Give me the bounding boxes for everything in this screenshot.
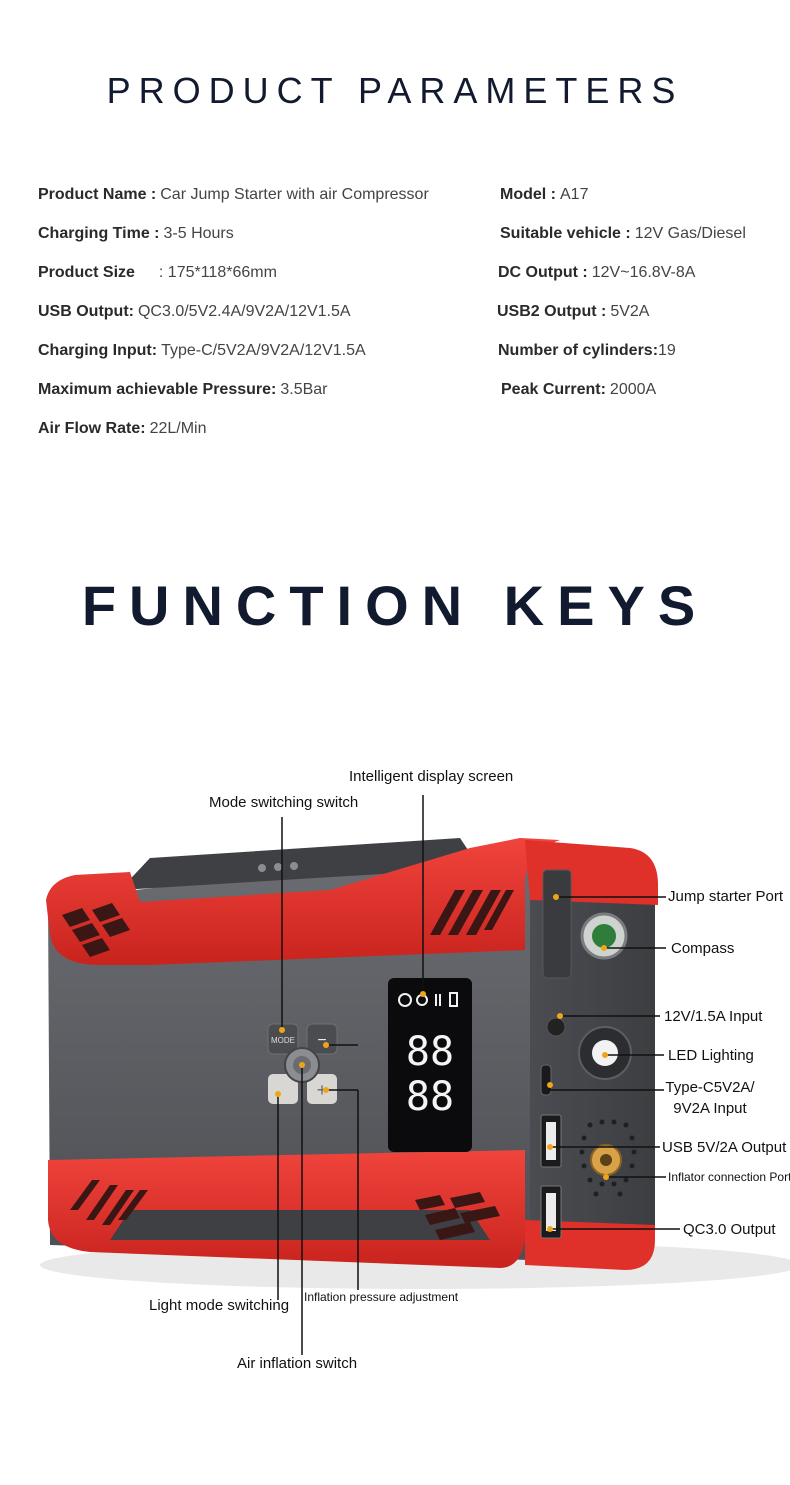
vent-bottom-left — [70, 1180, 148, 1225]
param-label: Maximum achievable Pressure: — [38, 381, 277, 398]
param-value: 2000A — [609, 381, 657, 398]
top-grip — [120, 838, 480, 890]
param-value: 12V Gas/Diesel — [634, 225, 746, 242]
vent-bottom-right — [415, 1192, 500, 1240]
display-digits-top: 88 — [406, 1029, 454, 1075]
minus-button[interactable] — [306, 1023, 338, 1055]
param-value: 12V~16.8V-8A — [591, 264, 696, 281]
callout-compass: Compass — [671, 940, 735, 957]
param-label: Charging Input: — [38, 342, 158, 359]
param-label: DC Output : — [498, 264, 588, 281]
plus-button[interactable] — [307, 1074, 337, 1104]
speaker-grille — [579, 1119, 637, 1197]
vent-top-right — [430, 890, 514, 935]
callout-dots — [275, 894, 609, 1232]
usb-port-tongue — [546, 1122, 556, 1160]
param-value: : 175*118*66mm — [158, 264, 277, 281]
grip-dot — [274, 863, 282, 871]
param-dc-output: DC Output :12V~16.8V-8A — [498, 264, 695, 282]
callout-type-c-line2: 9V2A Input — [673, 1100, 747, 1117]
type-c-port — [540, 1064, 552, 1096]
grip-dot — [290, 862, 298, 870]
jump-starter-port — [542, 869, 572, 979]
param-peak-current: Peak Current:2000A — [501, 381, 656, 399]
callout-qc-output: QC3.0 Output — [683, 1221, 776, 1238]
param-label: Model : — [500, 186, 556, 203]
mode-button[interactable] — [267, 1023, 299, 1055]
param-cylinders: Number of cylinders:19 — [498, 342, 676, 360]
callout-inflator-port: Inflator connection Port — [668, 1170, 790, 1184]
plus-button-label: + — [317, 1080, 328, 1100]
callout-display-screen: Intelligent display screen — [349, 768, 514, 785]
param-value: 22L/Min — [149, 420, 207, 437]
param-usb-output: USB Output:QC3.0/5V2.4A/9V2A/12V1.5A — [38, 303, 351, 321]
callout-jump-starter-port: Jump starter Port — [668, 888, 784, 905]
param-label: Product Size — [38, 264, 135, 281]
param-max-pressure: Maximum achievable Pressure:3.5Bar — [38, 381, 327, 399]
param-label: USB Output: — [38, 303, 134, 320]
param-suitable-vehicle: Suitable vehicle :12V Gas/Diesel — [500, 225, 746, 243]
param-value: Type-C/5V2A/9V2A/12V1.5A — [161, 342, 366, 359]
param-usb2-output: USB2 Output :5V2A — [497, 303, 649, 321]
callout-usb-output: USB 5V/2A Output — [662, 1139, 787, 1156]
param-value: 19 — [658, 342, 676, 359]
callout-light-mode: Light mode switching — [149, 1297, 290, 1314]
inflator-port-hole — [600, 1154, 612, 1166]
callout-led-lighting: LED Lighting — [668, 1047, 754, 1064]
display-screen — [388, 978, 472, 1152]
display-digits-bottom: 88 — [406, 1074, 454, 1120]
jump-starter-illustration: 88 88 MODE − + — [40, 795, 790, 1355]
section-title-parameters: PRODUCT PARAMETERS — [106, 70, 684, 111]
param-charging-input: Charging Input:Type-C/5V2A/9V2A/12V1.5A — [38, 342, 366, 360]
compass-face — [592, 924, 616, 948]
callout-type-c-input: Type-C5V2A/ 9V2A Input — [664, 1079, 756, 1117]
minus-button-label: − — [317, 1032, 326, 1049]
param-charging-time: Charging Time :3-5 Hours — [38, 225, 234, 243]
param-model: Model :A17 — [500, 186, 588, 204]
callout-air-inflation: Air inflation switch — [237, 1355, 358, 1372]
light-button[interactable] — [268, 1074, 298, 1104]
vent-top-left — [62, 903, 130, 957]
mode-button-label: MODE — [271, 1036, 295, 1045]
param-value: A17 — [560, 186, 589, 203]
qc-port-tongue — [546, 1193, 556, 1231]
param-label: Peak Current: — [501, 381, 606, 398]
param-value: 3-5 Hours — [163, 225, 234, 242]
dc-input-port — [546, 1017, 566, 1037]
grip-dot — [258, 864, 266, 872]
param-value: 5V2A — [610, 303, 650, 320]
callout-lines — [277, 795, 680, 1355]
param-value: 3.5Bar — [280, 381, 328, 398]
callout-pressure-adjust: Inflation pressure adjustment — [304, 1290, 459, 1304]
param-label: Air Flow Rate: — [38, 420, 146, 437]
callout-mode-switch: Mode switching switch — [209, 794, 359, 811]
callout-12v-input: 12V/1.5A Input — [664, 1008, 763, 1025]
param-label: Product Name : — [38, 186, 157, 203]
param-label: Suitable vehicle : — [500, 225, 631, 242]
param-label: USB2 Output : — [497, 303, 607, 320]
param-label: Number of cylinders: — [498, 342, 659, 359]
param-product-name: Product Name :Car Jump Starter with air … — [38, 186, 429, 204]
param-value: Car Jump Starter with air Compressor — [160, 186, 429, 203]
bottom-grip — [110, 1210, 490, 1240]
param-label: Charging Time : — [38, 225, 160, 242]
param-value: QC3.0/5V2.4A/9V2A/12V1.5A — [137, 303, 351, 320]
param-air-flow: Air Flow Rate:22L/Min — [38, 420, 206, 438]
callout-type-c-line1: Type-C5V2A/ — [665, 1079, 755, 1096]
section-title-function-keys: FUNCTION KEYS — [81, 574, 709, 637]
param-product-size: Product Size : 175*118*66mm — [38, 264, 277, 282]
